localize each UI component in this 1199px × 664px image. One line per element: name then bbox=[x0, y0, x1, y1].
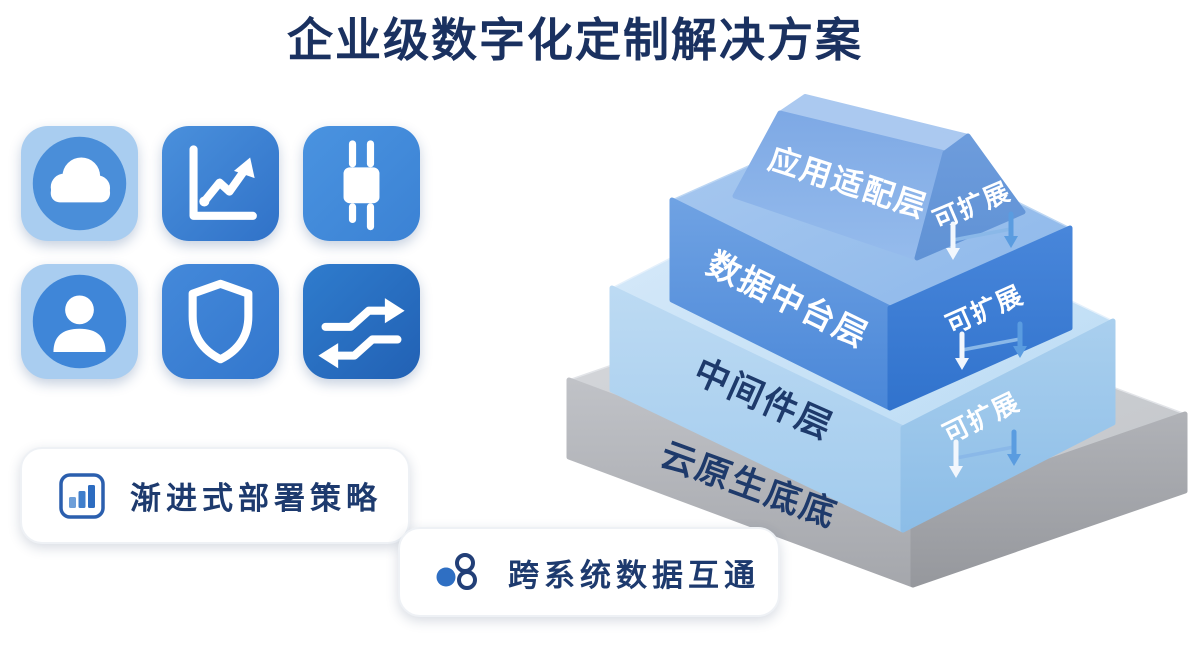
branch-arrows-icon bbox=[318, 298, 405, 369]
user-tile bbox=[21, 264, 138, 379]
trend-chart-tile bbox=[162, 126, 279, 241]
bar-chart-icon bbox=[59, 472, 105, 519]
chip-icon bbox=[343, 140, 380, 231]
feature-icon-grid bbox=[21, 126, 420, 379]
layer-app-adapter bbox=[732, 94, 1026, 261]
chip-tile bbox=[303, 126, 420, 241]
strategy-badge-label: 渐进式部署策略 bbox=[130, 481, 382, 516]
cloud-tile bbox=[21, 126, 138, 241]
shield-tile bbox=[162, 264, 279, 379]
linked-circles-icon bbox=[436, 553, 477, 590]
trend-chart-icon bbox=[189, 145, 257, 220]
user-icon bbox=[32, 274, 127, 369]
page-title: 企业级数字化定制解决方案 bbox=[287, 14, 863, 66]
cloud-icon bbox=[32, 136, 127, 231]
interop-badge: 跨系统数据互通 bbox=[398, 527, 780, 617]
shield-icon bbox=[188, 279, 253, 364]
strategy-badge: 渐进式部署策略 bbox=[20, 447, 410, 544]
layered-stack-diagram: 应用适配层 数据中台层 中间件层 云原生底底 可扩展 可扩展 可扩展 bbox=[566, 94, 1188, 588]
interop-badge-label: 跨系统数据互通 bbox=[508, 557, 760, 593]
branch-arrows-tile bbox=[303, 264, 420, 379]
